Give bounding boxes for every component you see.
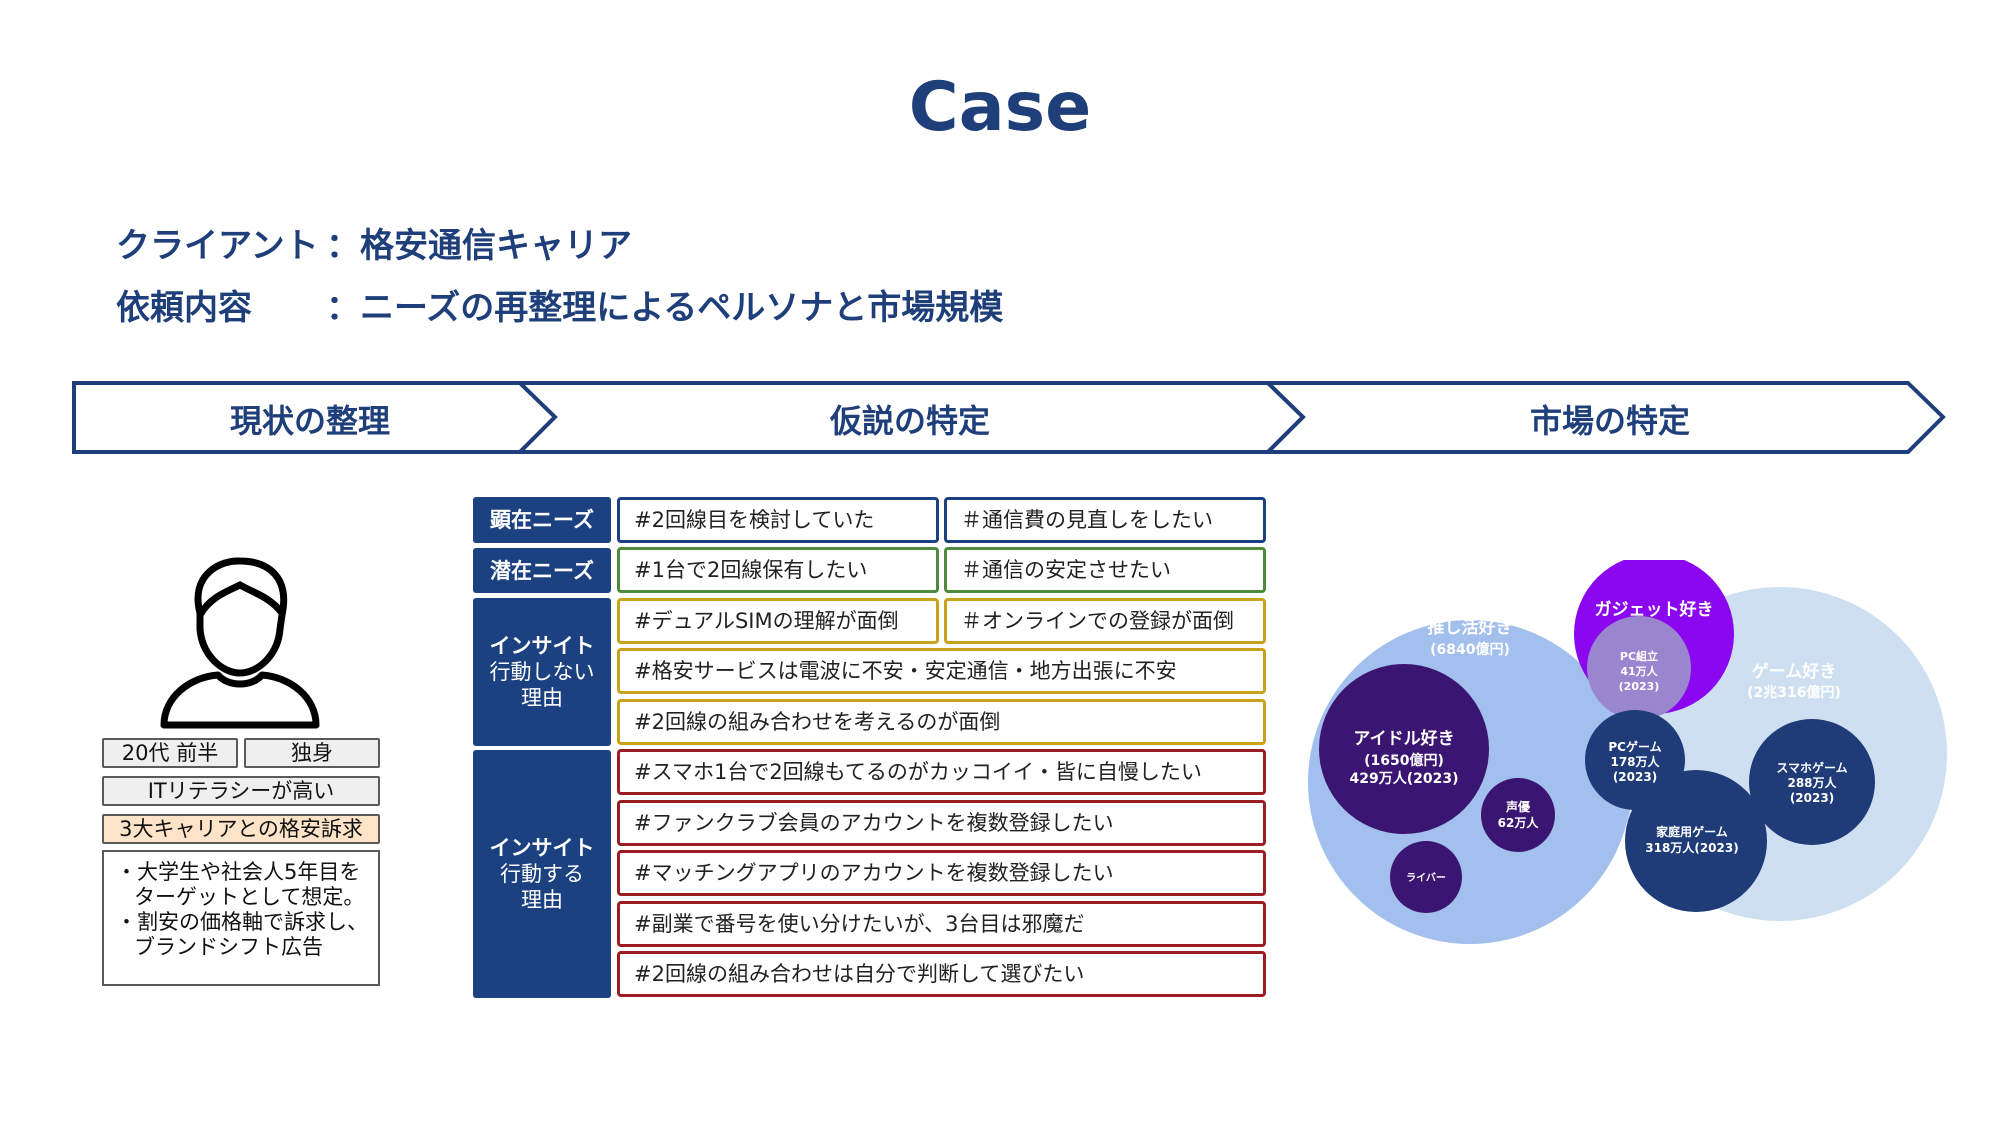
need-latent-2: ＃通信の安定させたい	[944, 547, 1266, 593]
category-insight-acting: インサイト 行動する 理由	[473, 750, 611, 998]
label-game-size: (2兆316億円)	[1747, 684, 1841, 701]
bubble-smartphone-game	[1749, 719, 1875, 845]
need-not-acting-4: #2回線の組み合わせを考えるのが面倒	[617, 699, 1266, 745]
need-acting-4: #副業で番号を使い分けたいが、3台目は邪魔だ	[617, 901, 1266, 947]
persona-tag-it-literacy: ITリテラシーが高い	[102, 776, 380, 806]
label-oshi: 推し活好き	[1428, 617, 1513, 638]
client-value: ：格安通信キャリア	[326, 226, 632, 266]
label-game: ゲーム好き	[1752, 661, 1837, 682]
bubble-seiyu	[1481, 778, 1555, 852]
need-acting-2: #ファンクラブ会員のアカウントを複数登録したい	[617, 800, 1266, 846]
client-label: クライアント	[116, 226, 319, 266]
request-label: 依頼内容	[116, 288, 252, 328]
request-row: 依頼内容 ：ニーズの再整理によるペルソナと市場規模	[116, 280, 1003, 329]
need-latent-1: #1台で2回線保有したい	[617, 547, 939, 593]
market-bubble-chart: 推し活好き (6840億円) アイドル好き (1650億円) 429万人(202…	[1308, 560, 1947, 944]
label-pc-game-size2: (2023)	[1613, 770, 1657, 784]
label-pc-build-size1: 41万人	[1620, 664, 1658, 678]
label-smartphone-game: スマホゲーム	[1776, 760, 1847, 775]
request-value: ：ニーズの再整理によるペルソナと市場規模	[326, 288, 1004, 328]
label-oshi-size: (6840億円)	[1430, 641, 1510, 658]
persona-tag-age: 20代 前半	[102, 738, 238, 768]
label-console-game: 家庭用ゲーム	[1656, 824, 1728, 839]
label-pc-game-size1: 178万人	[1610, 754, 1660, 769]
label-smartphone-game-size2: (2023)	[1790, 791, 1834, 805]
category-insight-not-acting: インサイト 行動しない 理由	[473, 598, 611, 746]
label-pc-build-size2: (2023)	[1619, 680, 1660, 693]
category-latent-needs: 潜在ニーズ	[473, 548, 611, 593]
persona-tag-single: 独身	[244, 738, 380, 768]
persona-note-2: ・割安の価格軸で訴求し、 ブランドシフト広告	[116, 910, 368, 959]
persona-tag-price-appeal: 3大キャリアとの格安訴求	[102, 814, 380, 844]
category-explicit-needs: 顕在ニーズ	[473, 497, 611, 543]
need-not-acting-3: #格安サービスは電波に不安・安定通信・地方出張に不安	[617, 648, 1266, 694]
label-idol-size1: (1650億円)	[1364, 752, 1444, 769]
label-idol-size2: 429万人(2023)	[1350, 770, 1459, 787]
label-smartphone-game-size1: 288万人	[1787, 775, 1837, 790]
persona-note-1: ・大学生や社会人5年目を ターゲットとして想定。	[116, 860, 365, 909]
page-title: Case	[908, 68, 1092, 147]
bubble-pc-build	[1587, 616, 1691, 720]
need-not-acting-2: ＃オンラインでの登録が面倒	[944, 598, 1266, 644]
bubble-liver	[1390, 841, 1462, 913]
label-liver: ライバー	[1406, 872, 1446, 884]
step-current-state: 現状の整理	[229, 402, 390, 440]
label-gadget: ガジェット好き	[1595, 599, 1714, 620]
client-row: クライアント：格安通信キャリア	[116, 218, 632, 267]
label-console-game-size1: 318万人(2023)	[1645, 840, 1738, 855]
need-acting-3: #マッチングアプリのアカウントを複数登録したい	[617, 850, 1266, 896]
bubble-idol	[1319, 664, 1489, 834]
label-seiyu-size: 62万人	[1498, 815, 1540, 830]
need-explicit-2: ＃通信費の見直しをしたい	[944, 497, 1266, 543]
need-acting-5: #2回線の組み合わせは自分で判断して選びたい	[617, 951, 1266, 997]
label-idol: アイドル好き	[1353, 728, 1454, 749]
label-pc-build: PC組立	[1620, 649, 1658, 663]
step-market: 市場の特定	[1529, 402, 1690, 440]
need-not-acting-1: #デュアルSIMの理解が面倒	[617, 598, 939, 644]
label-pc-game: PCゲーム	[1608, 739, 1661, 754]
need-acting-1: #スマホ1台で2回線もてるのがカッコイイ・皆に自慢したい	[617, 749, 1266, 795]
step-hypothesis: 仮説の特定	[829, 402, 990, 440]
need-explicit-1: #2回線目を検討していた	[617, 497, 939, 543]
persona-notes: ・大学生や社会人5年目を ターゲットとして想定。 ・割安の価格軸で訴求し、 ブラ…	[102, 850, 380, 986]
bubble-console-game	[1625, 770, 1767, 912]
label-seiyu: 声優	[1505, 799, 1531, 814]
person-icon	[160, 557, 320, 729]
